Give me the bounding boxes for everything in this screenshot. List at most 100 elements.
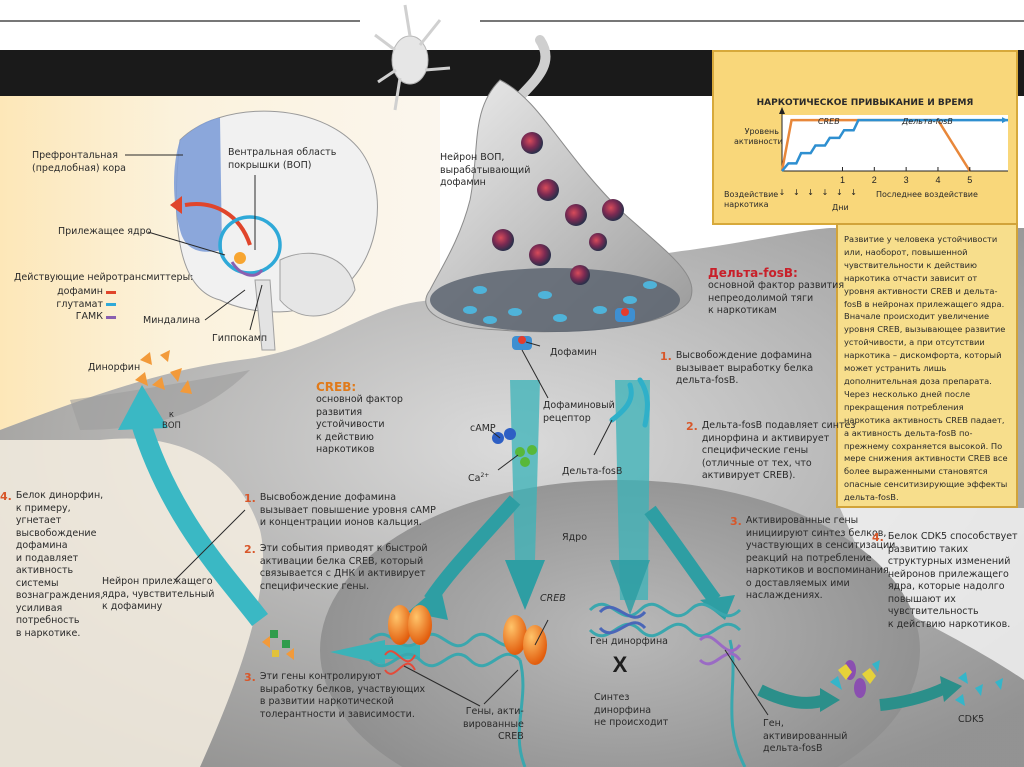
top-rule-left [0, 20, 360, 22]
deltafosb-protein [609, 377, 650, 428]
y-axis-label: Уровень активности [734, 127, 783, 146]
creb-dna-activated [384, 650, 416, 675]
fosb-dna-activated [698, 635, 742, 666]
deltafosb-heading-text: основной фактор развития непреодолимой т… [708, 280, 845, 316]
cerebellum [279, 252, 356, 317]
signal-column-fosb [615, 380, 650, 600]
label-amygdala: Миндалина [143, 315, 201, 326]
fosb-step-4: 4. Белок CDK5 способствует развитию таки… [872, 531, 1018, 630]
label-dynorphin: Динорфин [88, 362, 141, 373]
dendrite-upper [70, 370, 250, 430]
leader-lines [125, 154, 769, 716]
info-box-text: Развитие у человека устойчивости или, на… [844, 234, 1008, 503]
label-calcium: Ca2+ [468, 472, 490, 485]
label-accumbens-neuron: Нейрон прилежащего ядра, чувствительный … [102, 576, 215, 612]
exposure-marker: ↓ [822, 188, 829, 197]
label-deltafosb-gene: Ген, активированный дельта-fosB [763, 718, 848, 754]
fosb-step-1: 1. Высвобождение дофамина вызывает выраб… [660, 350, 814, 386]
synaptic-vesicles [492, 132, 624, 285]
dynorphin-molecules [135, 350, 192, 394]
arrow-down-creb [505, 560, 545, 610]
exposure-marker: ↓ [793, 188, 800, 197]
glutamate-pathway [218, 215, 282, 275]
x-tick-label: 5 [967, 175, 972, 185]
accumbens-highlight [234, 252, 246, 264]
label-nucleus-accumbens: Прилежащее ядро [58, 226, 152, 237]
gaba-pathway [230, 261, 264, 277]
exposure-label: Воздействие наркотика [724, 190, 779, 209]
deltafosb-heading: Дельта-fosB: основной фактор развития не… [708, 266, 844, 318]
creb-heading-title: CREB: [316, 380, 357, 394]
timeline-title: НАРКОТИЧЕСКОЕ ПРИВЫКАНИЕ И ВРЕМЯ [756, 98, 974, 108]
x-mark: X [613, 652, 628, 677]
presynaptic-neuron-soma [374, 4, 451, 111]
label-vta-neuron: Нейрон ВОП, вырабатывающий дофамин [440, 152, 531, 188]
fosb-step-3: 3. Активированные гены инициируют синтез… [730, 515, 896, 601]
glutamate-swatch [106, 303, 116, 307]
deltafosb-heading-title: Дельта-fosB: [708, 266, 798, 280]
chart-plot-area [782, 115, 1008, 171]
prefrontal-cortex [174, 118, 222, 252]
arrow-to-cdk5-2 [879, 682, 948, 711]
label-creb-protein: CREB [540, 593, 566, 604]
exposure-marker: ↓ [807, 188, 814, 197]
creb-protein-left [388, 605, 432, 645]
last-exposure-label: Последнее воздействие [876, 190, 978, 199]
legend-creb: CREB [818, 117, 840, 126]
brain-illustration [170, 110, 378, 351]
label-no-dynorphin-synthesis: Синтез динорфина не происходит [594, 692, 669, 728]
info-box: Развитие у человека устойчивости или, на… [836, 223, 1018, 508]
deltafosb-arrowhead [1002, 117, 1008, 124]
label-deltafosb-protein: Дельта-fosB [562, 466, 623, 477]
dynorphin-gene-dna [598, 605, 647, 635]
dopamine-pathway [184, 202, 252, 246]
label-dynorphin-gene: Ген динорфина [590, 636, 668, 647]
gaba-swatch [106, 315, 116, 319]
creb-step-4: 4. Белок динорфин, к примеру, угнетает в… [0, 490, 104, 639]
label-to-vta: к ВОП [162, 410, 181, 431]
label-vta: Вентральная область покрышки (ВОП) [228, 147, 337, 171]
exposure-marker: ↓ [779, 188, 786, 197]
fosb-step-2: 2. Дельта-fosB подавляет синтез динорфин… [686, 420, 856, 481]
neurotransmitter-legend: дофамин глутамат ГАМК [52, 286, 116, 324]
arrow-to-vta [130, 417, 268, 627]
creb-step-2: 2. Эти события приводят к быстрой актива… [244, 543, 428, 592]
label-hippocampus: Гиппокамп [212, 333, 268, 344]
label-prefrontal-cortex: Префронтальная (предлобная) кора [32, 150, 126, 174]
protein-fragments-creb [262, 630, 294, 660]
dopamine-swatch [106, 290, 116, 294]
creb-step-3: 3. Эти гены контролируют выработку белко… [244, 671, 426, 720]
arrow-proteins-out [330, 640, 385, 665]
legend-deltafosb: Дельта-fosB [902, 117, 953, 126]
x-tick-label: 3 [904, 175, 909, 185]
released-dopamine [463, 281, 657, 324]
top-rule-right [480, 20, 1024, 22]
label-dopamine: Дофамин [550, 347, 597, 358]
y-axis-arrow [779, 107, 785, 114]
cdk5-precursors [830, 660, 880, 698]
legend-item-glutamate: глутамат [52, 299, 116, 312]
legend-item-gaba: ГАМК [52, 311, 116, 324]
x-tick-label: 1 [840, 175, 845, 185]
label-creb-genes: Гены, акти- вированные CREB [463, 706, 524, 742]
legend-item-dopamine: дофамин [52, 286, 116, 299]
label-cdk5: CDK5 [958, 714, 985, 725]
x-tick-label: 2 [872, 175, 877, 185]
synaptic-membrane [430, 268, 680, 332]
series-line-deltafosb [781, 118, 1008, 172]
brainstem [254, 279, 276, 351]
cdk5-molecules [955, 672, 1003, 706]
label-camp: cAMP [470, 423, 496, 434]
arrow-down-fosb [610, 560, 650, 615]
label-nucleus: Ядро [562, 532, 588, 543]
arrow-to-deltafosb-genes [644, 505, 721, 605]
light-region-right [840, 508, 1024, 680]
creb-heading-text: основной фактор развития устойчивости к … [316, 394, 403, 455]
exposure-marker: ↓ [850, 188, 857, 197]
creb-step-1: 1. Высвобождение дофамина вызывает повыш… [244, 492, 436, 528]
signal-column-creb [510, 380, 540, 560]
exposure-marker: ↓ [836, 188, 843, 197]
camp-molecules [492, 428, 516, 444]
